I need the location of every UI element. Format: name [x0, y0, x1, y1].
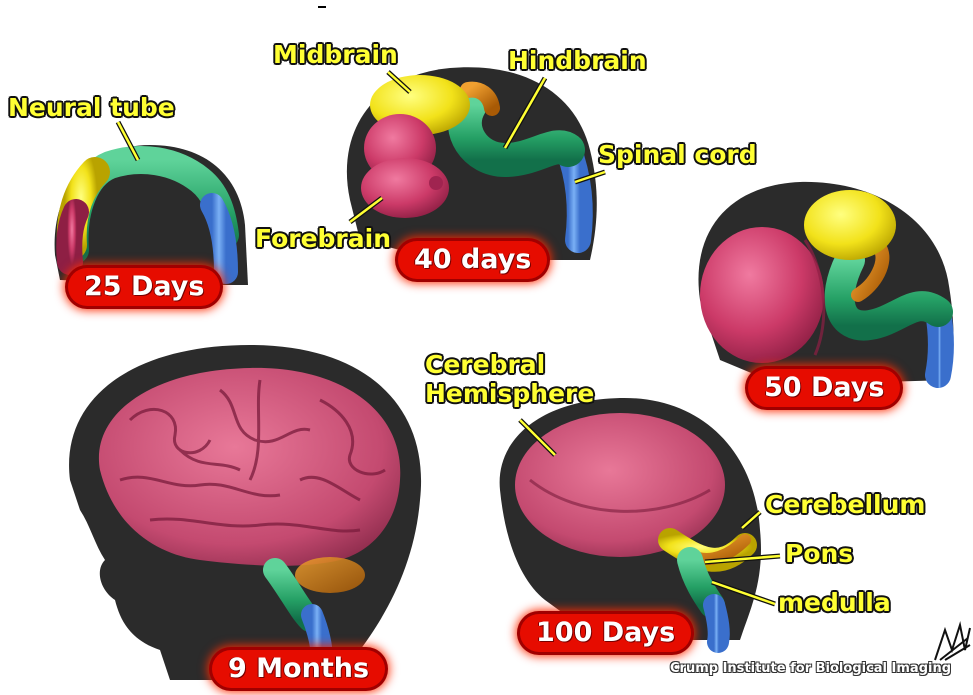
stage-100-days	[500, 398, 780, 642]
label-cerebral: Cerebral	[425, 352, 545, 377]
neural-tube-blue	[212, 205, 226, 272]
cerebral-hemisphere-100	[515, 413, 725, 557]
stage-50-days	[698, 182, 953, 385]
credit-text: Crump Institute for Biological Imaging	[670, 661, 951, 676]
label-cerebellum: Cerebellum	[765, 492, 925, 517]
label-pons: Pons	[785, 541, 853, 566]
neural-tube-pink	[69, 212, 76, 262]
label-hindbrain: Hindbrain	[508, 48, 647, 73]
midbrain-50	[804, 190, 896, 260]
age-badge-25-days: 25 Days	[68, 268, 220, 306]
age-badge-40-days: 40 days	[398, 241, 547, 279]
label-neural-tube: Neural tube	[8, 95, 175, 120]
label-spinal-cord: Spinal cord	[598, 142, 757, 167]
crump-logo	[935, 625, 970, 660]
age-badge-50-days: 50 Days	[748, 369, 900, 407]
eye-bud-40	[429, 176, 443, 190]
cerebellum-9-months	[295, 557, 365, 593]
label-hemisphere: Hemisphere	[425, 381, 594, 406]
label-forebrain: Forebrain	[255, 226, 391, 251]
label-medulla: medulla	[778, 590, 891, 615]
cerebrum-9-months	[99, 368, 400, 566]
forebrain-50	[700, 227, 824, 363]
age-badge-100-days: 100 Days	[520, 614, 691, 652]
stage-9-months	[69, 345, 421, 680]
age-badge-9-months: 9 Months	[212, 650, 385, 688]
stage-25-days	[55, 122, 248, 285]
top-dash	[318, 6, 326, 8]
label-midbrain: Midbrain	[273, 42, 398, 67]
spinal-cord-100	[714, 605, 719, 642]
